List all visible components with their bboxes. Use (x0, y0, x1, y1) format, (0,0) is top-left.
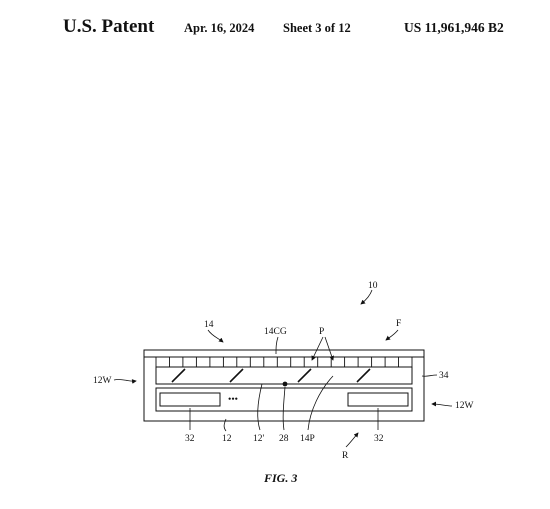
housing-outer (143, 349, 425, 422)
leader-14p (307, 375, 334, 431)
label-r: R (342, 451, 349, 461)
patent-title: U.S. Patent (63, 16, 155, 37)
leader-f (385, 329, 399, 341)
figure-caption: FIG. 3 (263, 471, 297, 485)
leader-14 (207, 329, 224, 343)
pixel-array (155, 357, 413, 367)
leader-12prime (257, 383, 263, 431)
slant-line-3 (297, 368, 312, 383)
slant-line-4 (356, 368, 371, 383)
label-12w-left: 12W (93, 376, 112, 386)
ellipsis-label: ••• (228, 395, 238, 405)
label-10: 10 (368, 281, 378, 291)
leader-p-2 (324, 336, 334, 361)
label-f: F (396, 319, 401, 329)
inner-cavity (155, 387, 413, 412)
label-p: P (319, 327, 324, 337)
label-34: 34 (439, 371, 449, 381)
slant-line-2 (229, 368, 244, 383)
sheet-number: Sheet 3 of 12 (283, 21, 351, 35)
component-32-left (159, 392, 221, 407)
display-panel (155, 366, 413, 385)
leader-10 (360, 289, 373, 305)
leader-34 (421, 374, 438, 377)
label-14: 14 (204, 320, 214, 330)
label-32-right: 32 (374, 434, 384, 444)
patent-number: US 11,961,946 B2 (404, 20, 504, 35)
leader-28 (282, 386, 286, 431)
leader-p-1 (311, 336, 324, 361)
leader-14cg (275, 336, 279, 355)
slant-line-1 (171, 368, 186, 383)
label-14cg: 14CG (264, 327, 287, 337)
label-28: 28 (279, 434, 289, 444)
leader-12w-right (431, 401, 453, 407)
leader-12 (223, 418, 227, 432)
label-32-left: 32 (185, 434, 195, 444)
label-12: 12 (222, 434, 232, 444)
label-14p: 14P (300, 434, 315, 444)
label-12prime: 12' (253, 434, 265, 444)
sensor-dot-28 (282, 381, 288, 387)
component-32-right (347, 392, 409, 407)
leader-12w-left (113, 379, 137, 384)
leader-r (345, 432, 359, 448)
patent-date: Apr. 16, 2024 (184, 21, 255, 35)
label-12w-right: 12W (455, 401, 474, 411)
